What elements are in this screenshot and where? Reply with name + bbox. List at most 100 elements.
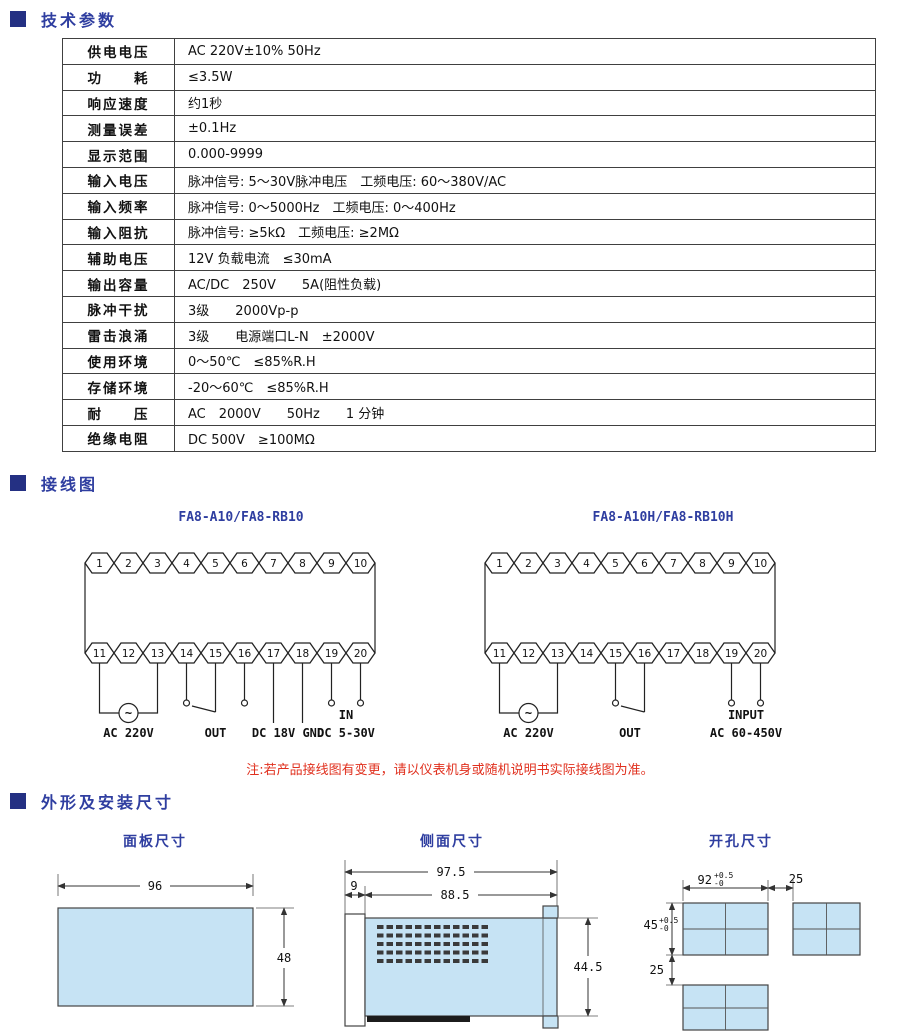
- vent-slot: [443, 933, 450, 938]
- wiring-right-title: FA8-A10H/FA8-RB10H: [593, 510, 734, 525]
- terminal-number: 20: [354, 648, 367, 660]
- param-label: 使用环境: [62, 347, 175, 375]
- input-label: INPUT: [728, 708, 764, 722]
- vent-slot: [396, 925, 403, 929]
- vent-slot: [415, 925, 422, 929]
- vent-slot: [453, 950, 460, 955]
- vent-slot: [481, 925, 488, 929]
- table-row: 输入电压脉冲信号: 5～30V脉冲电压 工频电压: 60～380V/AC: [62, 166, 876, 194]
- param-value: DC 500V ≥100MΩ: [174, 424, 876, 452]
- ac-supply-label: AC 220V: [103, 726, 154, 740]
- terminal-number: 7: [270, 558, 277, 570]
- terminal-number: 3: [554, 558, 561, 570]
- table-row: 输入阻抗脉冲信号: ≥5kΩ 工频电压: ≥2MΩ: [62, 218, 876, 246]
- terminal-10: [345, 552, 376, 574]
- ac-wave-symbol: ~: [125, 706, 132, 720]
- out-label: OUT: [205, 726, 227, 740]
- vent-slot: [434, 950, 441, 955]
- cutout-vgap-dim: 25: [650, 963, 664, 977]
- param-value: 3级 电源端口L-N ±2000V: [174, 321, 876, 349]
- vent-slot: [396, 959, 403, 963]
- mount-clamp-top: [542, 905, 559, 919]
- cutout-dimension-drawing: 开孔尺寸 92 +0.5 -0 25 45 +0.5 -0 25: [644, 833, 861, 1031]
- panel-dimension-drawing: 面板尺寸 96 48: [57, 833, 294, 1007]
- param-value: 0.000-9999: [174, 141, 876, 168]
- vent-slot: [377, 933, 384, 938]
- param-label: 功 耗: [62, 63, 175, 91]
- input-range-label: AC 60-450V: [710, 726, 782, 740]
- terminal-number: 17: [667, 648, 680, 660]
- param-value: 脉冲信号: 5～30V脉冲电压 工频电压: 60～380V/AC: [174, 166, 876, 194]
- terminal-number: 6: [641, 558, 648, 570]
- cutout-height-tol-minus: -0: [659, 924, 669, 933]
- vent-slots: [377, 925, 488, 963]
- param-value: 3级 2000Vp-p: [174, 295, 876, 323]
- terminal-number: 3: [154, 558, 161, 570]
- vent-slot: [386, 925, 393, 929]
- param-label: 存储环境: [62, 373, 175, 401]
- bottom-strip: [367, 1016, 470, 1022]
- vent-slot: [462, 942, 469, 946]
- vent-slot: [424, 925, 431, 929]
- cutout-height-tol-plus: +0.5: [659, 916, 678, 925]
- section-dims-header: 外形及安装尺寸: [10, 789, 174, 813]
- terminal-number: 11: [93, 648, 106, 660]
- relay-output-connection: OUT: [611, 663, 646, 740]
- terminal-number: 10: [354, 558, 367, 570]
- vent-slot: [405, 950, 412, 955]
- vent-slot: [415, 942, 422, 946]
- terminal-number: 5: [612, 558, 619, 570]
- param-value: 脉冲信号: ≥5kΩ 工频电压: ≥2MΩ: [174, 218, 876, 246]
- terminal-number: 13: [151, 648, 164, 660]
- terminal-20: [345, 642, 376, 664]
- section-wiring-title: 接线图: [41, 475, 99, 494]
- terminal-number: 12: [122, 648, 135, 660]
- param-label: 耐 压: [62, 399, 175, 426]
- vent-slot: [424, 959, 431, 963]
- vent-slot: [396, 942, 403, 946]
- dimension-drawings: 面板尺寸 96 48 侧面尺寸 97.5 9 88.5: [57, 833, 861, 1031]
- vent-slot: [462, 950, 469, 955]
- vent-slot: [386, 950, 393, 955]
- terminal-number: 15: [209, 648, 222, 660]
- vent-slot: [453, 942, 460, 946]
- section-tech-title: 技术参数: [41, 11, 118, 30]
- side-dimension-drawing: 侧面尺寸 97.5 9 88.5 44.5: [344, 833, 602, 1029]
- relay-output-connection: OUT: [182, 663, 249, 740]
- vent-slot: [462, 959, 469, 963]
- vent-slot: [481, 959, 488, 963]
- wire: [98, 663, 119, 714]
- vent-slot: [405, 925, 412, 929]
- vent-slot: [481, 942, 488, 946]
- vent-slot: [462, 925, 469, 929]
- param-label: 响应速度: [62, 89, 175, 117]
- terminal-number: 10: [754, 558, 767, 570]
- param-label: 输入阻抗: [62, 218, 175, 246]
- vent-slot: [386, 933, 393, 938]
- panel-width-dim: 96: [148, 879, 162, 893]
- terminal-number: 16: [638, 648, 652, 660]
- param-value: 约1秒: [174, 89, 876, 117]
- vent-slot: [443, 942, 450, 946]
- terminal-number: 11: [493, 648, 506, 660]
- mount-clamp-bottom: [542, 1015, 559, 1029]
- vent-slot: [434, 959, 441, 963]
- meter-body: [364, 917, 558, 1017]
- side-title: 侧面尺寸: [420, 833, 484, 850]
- vent-slot: [453, 933, 460, 938]
- in-range-label: DC 5-30V: [317, 726, 375, 740]
- vent-slot: [453, 959, 460, 963]
- param-label: 显示范围: [62, 141, 175, 168]
- section-marker-icon: [10, 793, 26, 809]
